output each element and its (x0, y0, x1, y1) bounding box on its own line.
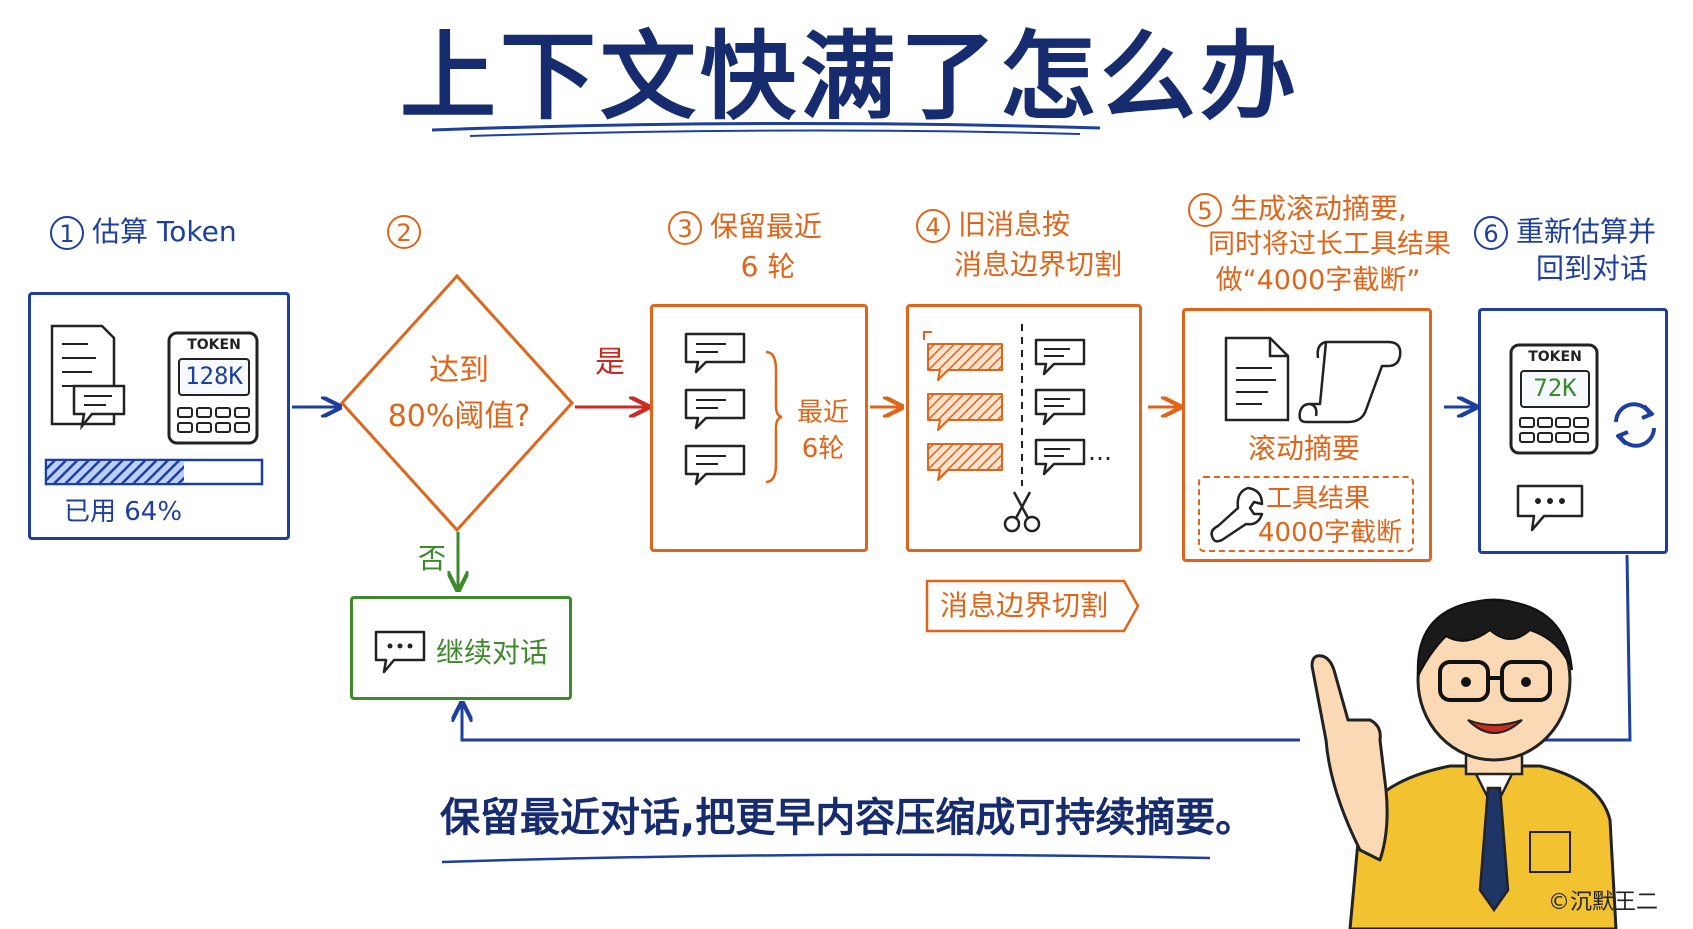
tool-result-line1: 工具结果 (1266, 484, 1371, 514)
continue-box (350, 596, 572, 700)
recent-chat-bubbles (684, 332, 746, 486)
step5-label-line3: 做“4000字截断” (1215, 265, 1421, 296)
decision-question-line2: 80%阈值? (387, 399, 531, 434)
token-display: 128K (178, 358, 250, 396)
chat-ellipsis-icon (374, 630, 426, 674)
step3-number: 3 (668, 211, 702, 245)
tool-result-line2: 4000字截断 (1258, 518, 1403, 548)
summary-document-icon (1224, 336, 1290, 422)
brace-label-line1: 最近 (796, 398, 849, 428)
step4-number: 4 (916, 209, 950, 243)
summary-label: 滚动摘要 (1247, 432, 1360, 465)
step3-label-line2: 6 轮 (740, 250, 796, 283)
brace-label-line2: 6轮 (801, 434, 845, 464)
step5-box (1182, 308, 1432, 562)
token-badge: TOKEN (187, 337, 241, 353)
step1-number: 1 (50, 216, 84, 250)
step4-text: 旧消息按 (958, 208, 1071, 241)
footer-underline (441, 853, 1211, 864)
step1-box (28, 292, 290, 540)
footer-summary: 保留最近对话,把更早内容压缩成可持续摘要。 (440, 795, 1256, 841)
page-title: 上下文快满了怎么办 (400, 21, 1300, 133)
title-underline (431, 121, 1101, 137)
token-display-2: 72K (1520, 370, 1590, 408)
step5-number: 5 (1188, 193, 1222, 227)
chat-bubble-icon (72, 384, 126, 430)
step5-label-line2: 同时将过长工具结果 (1208, 229, 1451, 260)
token-badge-2: TOKEN (1528, 349, 1582, 365)
scissors-icon (1003, 491, 1041, 533)
step5-text: 生成滚动摘要, (1230, 192, 1407, 225)
step2-label: 2 (384, 212, 424, 252)
boundary-tag-label: 消息边界切割 (939, 589, 1108, 622)
no-label: 否 (417, 542, 446, 575)
presenter-character (1310, 598, 1618, 929)
return-line-left (462, 705, 1300, 742)
step2-number: 2 (387, 215, 421, 249)
step4-box (906, 304, 1142, 552)
more-ellipsis: … (1088, 438, 1112, 466)
step6-box (1478, 308, 1668, 554)
step6-text: 重新估算并 (1516, 215, 1657, 248)
step4-label-line2: 消息边界切割 (953, 248, 1122, 281)
boundary-tag-shape (925, 579, 1140, 633)
message-split-illustration (923, 324, 1086, 533)
tool-result-box (1198, 476, 1414, 552)
step3-box (650, 304, 868, 552)
continue-label: 继续对话 (436, 636, 549, 669)
chat-ellipsis-icon-2 (1516, 484, 1584, 532)
copyright-label: ©沉默王二 (1548, 890, 1659, 915)
return-line-right (1545, 554, 1632, 742)
refresh-icon (1614, 402, 1656, 448)
step6-number: 6 (1474, 216, 1508, 250)
step3-text: 保留最近 (710, 210, 823, 243)
scroll-icon (1298, 340, 1402, 424)
yes-label: 是 (595, 345, 625, 380)
step6-label-line2: 回到对话 (1535, 252, 1648, 285)
decision-question-line1: 达到 (429, 353, 489, 388)
usage-label: 已用 64% (64, 497, 183, 527)
decision-diamond (339, 273, 575, 533)
step1-text: 估算 Token (92, 215, 237, 248)
recent-brace (765, 350, 783, 484)
usage-progress-bar (44, 458, 264, 486)
wrench-icon (1210, 486, 1264, 543)
